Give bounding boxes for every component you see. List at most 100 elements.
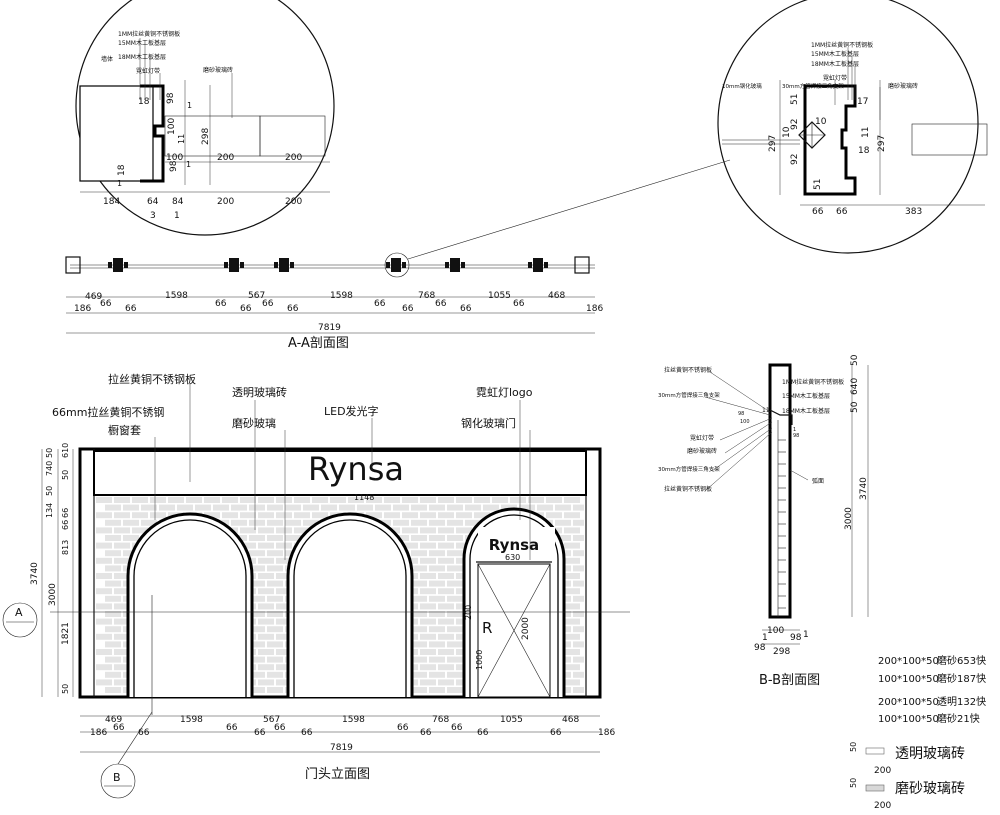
glass-brick [393, 535, 409, 541]
dim: 297 [768, 135, 778, 152]
glass-brick [420, 497, 436, 503]
section-mark-b-label: B [113, 771, 121, 784]
label: 30mm方管焊接三角支架 [782, 82, 844, 90]
dim: 813 [61, 540, 70, 555]
dim: 98 [790, 633, 802, 643]
glass-brick [258, 573, 274, 579]
dim: 51 [813, 179, 823, 190]
glass-brick [429, 656, 445, 663]
dim: 100 [167, 118, 177, 135]
glass-brick [267, 611, 283, 617]
glass-brick [438, 633, 454, 640]
glass-brick [573, 671, 584, 678]
glass-brick [96, 633, 112, 640]
glass-brick [96, 497, 112, 503]
leader-line [789, 469, 809, 481]
dim: 66 [513, 299, 525, 309]
glass-brick [411, 687, 427, 693]
glass-brick [249, 611, 265, 617]
glass-brick [447, 626, 463, 633]
dim: 468 [562, 715, 579, 725]
dim: 98 [793, 433, 799, 439]
section-title: 门头立面图 [305, 767, 370, 782]
label: 10mm钢化玻璃 [722, 82, 762, 90]
glass-brick [411, 565, 427, 572]
plan-column-cap [461, 262, 465, 268]
steel-profile [803, 84, 857, 196]
glass-brick [105, 656, 121, 663]
dim: 11 [762, 407, 770, 414]
glass-brick [240, 497, 256, 503]
plan-column [113, 258, 123, 272]
glass-brick [96, 664, 112, 671]
glass-brick [222, 497, 238, 503]
glass-brick [429, 580, 445, 587]
glass-brick [249, 656, 265, 663]
plan-column [450, 258, 460, 272]
glass-brick [393, 504, 409, 511]
plan-column-cap [290, 262, 294, 268]
detail-connector [407, 159, 731, 260]
glass-brick [564, 557, 580, 564]
dim: 740 [45, 461, 54, 476]
glass-brick [321, 504, 337, 511]
glass-brick [420, 679, 436, 686]
dim: 186 [586, 304, 603, 314]
glass-brick [447, 656, 463, 663]
dim: 1 [186, 160, 191, 169]
dim: 1148 [354, 493, 374, 502]
bb-leaders [704, 371, 809, 492]
glass-brick [429, 550, 445, 557]
glass-brick [429, 641, 445, 648]
dim: 200 [217, 153, 234, 163]
glass-brick [96, 649, 112, 655]
glass-brick [276, 588, 292, 595]
glass-brick [366, 512, 382, 519]
glass-brick [384, 497, 400, 503]
glass-brick [411, 504, 427, 511]
glass-brick [429, 595, 445, 602]
dim-total: 7819 [330, 743, 353, 753]
glass-brick [105, 504, 121, 511]
glass-brick [114, 664, 130, 671]
label: 18MM木工板基层 [118, 53, 166, 61]
dim: 1598 [342, 715, 365, 725]
glass-brick [213, 504, 229, 511]
glass-brick [429, 535, 445, 541]
glass-brick [114, 542, 130, 549]
label: 1MM拉丝黄铜不锈钢板 [118, 30, 180, 38]
dim: 18 [138, 97, 150, 107]
dim: 100 [767, 626, 784, 636]
glass-brick [438, 649, 454, 655]
glass-brick [141, 519, 157, 526]
glass-brick [348, 497, 364, 503]
glass-brick [303, 519, 319, 526]
dim: 66 [420, 728, 432, 738]
glass-brick [105, 565, 121, 572]
glass-brick [564, 603, 580, 610]
glass-brick [258, 557, 274, 564]
glass-brick [267, 580, 283, 587]
glass-brick [420, 542, 436, 549]
dim: 92 [790, 154, 800, 165]
dim: 383 [905, 207, 922, 217]
glass-brick [573, 611, 584, 617]
swatch-w: 200 [874, 766, 891, 776]
glass-brick [105, 626, 121, 633]
glass-brick [105, 687, 121, 693]
dim: 66 [138, 728, 150, 738]
glass-brick [564, 512, 580, 519]
glass-brick [528, 497, 544, 503]
dim: 200 [285, 197, 302, 207]
glass-brick [276, 512, 292, 519]
dim: 50 [850, 354, 860, 366]
glass-brick [411, 671, 427, 678]
bb-section-ticks [778, 439, 786, 609]
signboard [93, 450, 587, 496]
label: 霓虹灯带 [690, 434, 714, 442]
arch-door-inner [469, 514, 559, 697]
glass-brick [411, 535, 427, 541]
glass-brick [105, 611, 121, 617]
glass-brick [105, 519, 121, 526]
dim: 1 [117, 179, 122, 188]
